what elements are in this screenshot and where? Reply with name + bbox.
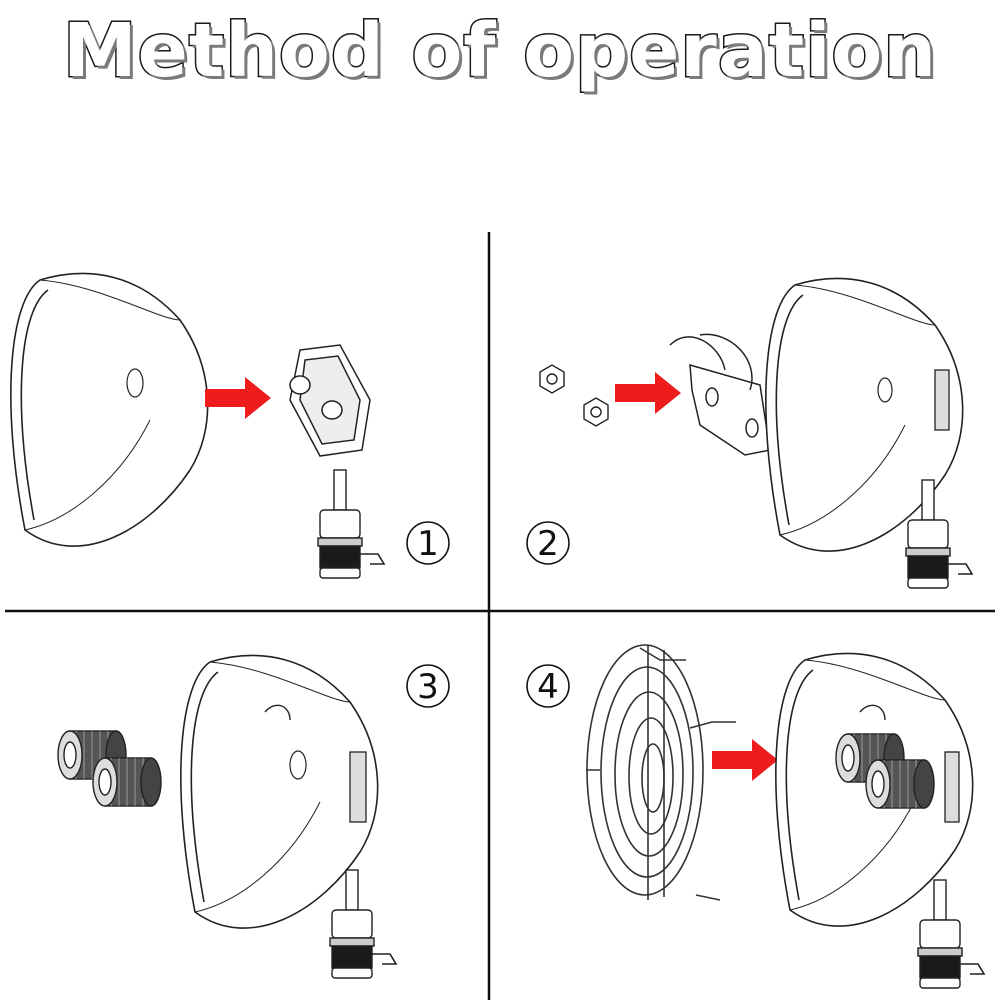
wire-guard-grille-icon <box>586 644 736 901</box>
step-2-panel <box>539 277 973 589</box>
red-arrow-icon <box>615 372 681 414</box>
hex-nut-icon <box>539 364 609 427</box>
step-4-badge: 4 <box>526 664 570 708</box>
gas-valve-connector-icon <box>917 879 985 989</box>
step-1-panel <box>10 272 385 579</box>
red-arrow-icon <box>205 377 271 419</box>
ceramic-burner-icon <box>92 757 162 807</box>
step-2-badge: 2 <box>526 521 570 565</box>
step-1-number: 1 <box>417 524 439 564</box>
step-3-badge: 3 <box>406 664 450 708</box>
ceramic-burner-icon <box>865 759 935 809</box>
step-4-panel <box>586 644 985 989</box>
step-4-number: 4 <box>537 667 559 707</box>
page-title: Method of operation <box>62 7 938 96</box>
step-1-badge: 1 <box>406 521 450 565</box>
mounting-bracket-icon <box>289 344 371 457</box>
gas-valve-connector-icon <box>317 469 385 579</box>
step-2-number: 2 <box>537 524 559 564</box>
red-arrow-icon <box>712 739 778 781</box>
step-3-panel <box>57 654 397 979</box>
reflector-dome-icon <box>10 272 209 547</box>
step-3-number: 3 <box>417 667 439 707</box>
clip-plate-icon <box>669 333 771 456</box>
gas-valve-connector-icon <box>329 869 397 979</box>
